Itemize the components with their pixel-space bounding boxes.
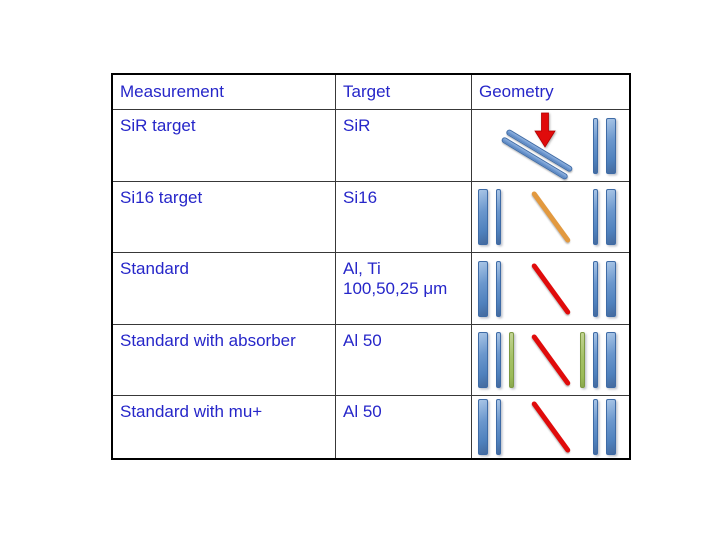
left-bar-group (478, 399, 501, 455)
measurement-cell: Standard with mu+ (113, 396, 336, 458)
column-header-measurement: Measurement (113, 75, 336, 110)
thick-blue-bar (606, 332, 616, 388)
target-cell: Al, Ti 100,50,25 μm (336, 253, 472, 325)
right-bar-group (593, 399, 616, 455)
orange-diagonal-line (530, 190, 571, 244)
measurement-cell: SiR target (113, 110, 336, 182)
target-cell: Al 50 (336, 325, 472, 396)
geometry-cell (472, 325, 629, 396)
right-bar-group (593, 189, 616, 245)
thin-green-bar (580, 332, 585, 388)
measurement-cell: Standard with absorber (113, 325, 336, 396)
right-bar-group (580, 332, 616, 388)
target-text: Al, Ti (343, 259, 381, 278)
target-text: Si16 (343, 188, 378, 207)
right-bar-group (593, 117, 616, 174)
red-diagonal-line (530, 333, 571, 387)
column-header-geometry: Geometry (472, 75, 629, 110)
target-cell: SiR (336, 110, 472, 182)
target-text: SiR (343, 116, 371, 135)
thin-blue-bar (593, 117, 598, 174)
red-diagonal-line (530, 400, 571, 454)
thick-blue-bar (606, 117, 616, 174)
target-text: 100,50,25 μm (343, 279, 448, 299)
thick-blue-bar (478, 189, 488, 245)
geometry-cell (472, 182, 629, 253)
thin-blue-bar (593, 332, 598, 388)
thin-blue-bar (593, 189, 598, 245)
thick-blue-bar (478, 260, 488, 317)
red-down-arrow-icon (534, 112, 556, 148)
thick-blue-bar (478, 332, 488, 388)
right-bar-group (593, 260, 616, 317)
geometry-cell (472, 396, 629, 458)
measurement-table: Measurement Target Geometry SiR target S… (111, 73, 631, 460)
target-text: Al 50 (343, 402, 382, 421)
thick-blue-bar (478, 399, 488, 455)
thick-blue-bar (606, 189, 616, 245)
thin-green-bar (509, 332, 514, 388)
left-bar-group (478, 332, 514, 388)
left-bar-group (478, 189, 501, 245)
measurement-cell: Standard (113, 253, 336, 325)
thin-blue-bar (496, 189, 501, 245)
target-text: Al 50 (343, 331, 382, 350)
beam-path-zone (472, 110, 629, 181)
thin-blue-bar (496, 399, 501, 455)
thick-blue-bar (606, 399, 616, 455)
geometry-cell (472, 110, 629, 182)
thin-blue-bar (593, 260, 598, 317)
thin-blue-bar (496, 260, 501, 317)
red-diagonal-line (530, 261, 571, 316)
thin-blue-bar (496, 332, 501, 388)
geometry-cell (472, 253, 629, 325)
measurement-cell: Si16 target (113, 182, 336, 253)
thin-blue-bar (593, 399, 598, 455)
target-cell: Si16 (336, 182, 472, 253)
target-cell: Al 50 (336, 396, 472, 458)
left-bar-group (478, 260, 501, 317)
thick-blue-bar (606, 260, 616, 317)
column-header-target: Target (336, 75, 472, 110)
